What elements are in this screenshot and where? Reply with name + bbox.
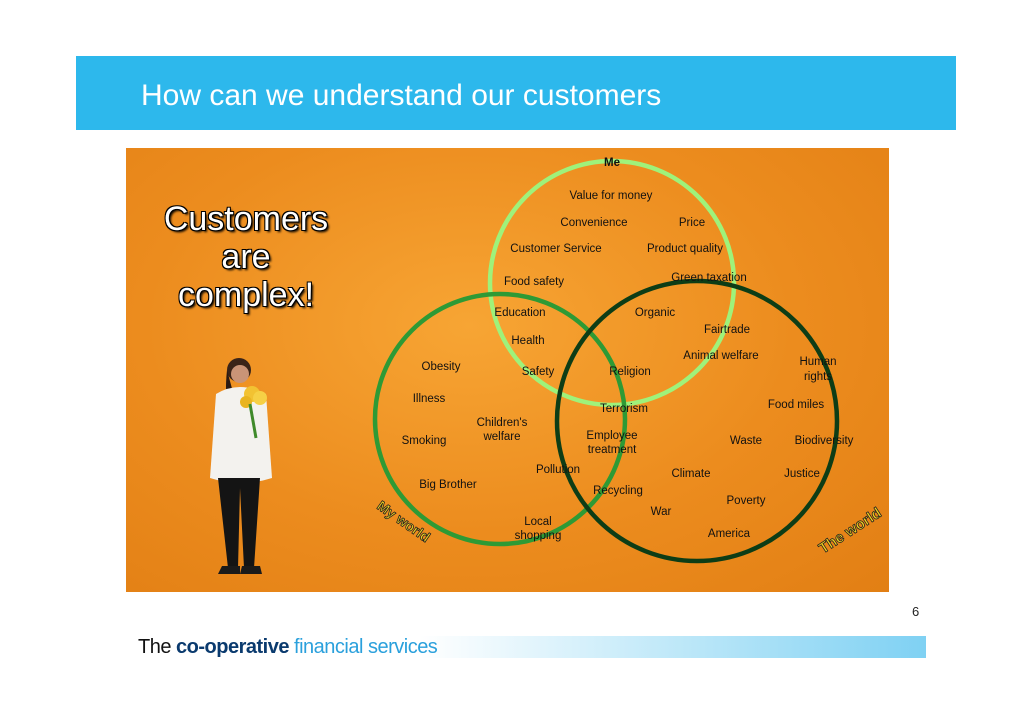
venn-circle-my-world-ring (372, 291, 628, 547)
brand-part-the: The (138, 636, 177, 658)
label-treatment: treatment (588, 444, 637, 456)
headline-line-3: complex! (177, 276, 315, 314)
label-waste: Waste (730, 435, 762, 447)
headline: Customers are complex! (146, 200, 346, 314)
page-number: 6 (912, 604, 920, 619)
label-poverty: Poverty (727, 495, 766, 507)
brand-part-cooperative: co-operative (176, 636, 289, 658)
label-obesity: Obesity (422, 361, 461, 373)
label-terrorism: Terrorism (600, 403, 648, 415)
orange-wall-photo: Customers are complex! Me Value for mone… (126, 148, 889, 592)
label-war: War (651, 506, 672, 518)
label-pollution: Pollution (536, 464, 580, 476)
title-bar: How can we understand our customers (76, 56, 956, 130)
label-the-world: The world (816, 505, 885, 558)
label-big-brother: Big Brother (419, 479, 477, 491)
venn-labels: Me Value for money Convenience Price Cus… (374, 157, 885, 558)
label-price: Price (679, 217, 705, 229)
brand-logo: The co-operative financial services (138, 636, 438, 659)
label-convenience: Convenience (560, 217, 627, 229)
label-shopping: shopping (515, 530, 562, 542)
headline-line-2: are (221, 238, 271, 276)
venn-circle-me (347, 148, 349, 149)
label-climate: Climate (672, 468, 711, 480)
label-local: Local (524, 516, 552, 528)
label-product-quality: Product quality (647, 243, 723, 255)
slide-title: How can we understand our customers (141, 79, 662, 112)
label-human: Human (799, 356, 836, 368)
headline-line-1: Customers (163, 200, 329, 238)
label-smoking: Smoking (402, 435, 447, 447)
venn-circle-me-ring (487, 158, 737, 408)
label-me: Me (604, 157, 620, 169)
label-employee: Employee (586, 430, 637, 442)
woman-figure (210, 358, 272, 574)
label-safety: Safety (522, 366, 555, 378)
label-justice: Justice (784, 468, 820, 480)
label-customer-service: Customer Service (510, 243, 601, 255)
label-value-for-money: Value for money (570, 190, 653, 202)
label-biodiversity: Biodiversity (795, 435, 854, 447)
label-recycling: Recycling (593, 485, 643, 497)
label-illness: Illness (413, 393, 446, 405)
label-health: Health (511, 335, 544, 347)
footer-bar (420, 636, 926, 658)
label-my-world: My world (374, 497, 433, 545)
label-fairtrade: Fairtrade (704, 324, 750, 336)
label-food-miles: Food miles (768, 399, 824, 411)
venn-circle-the-world-ring (554, 278, 840, 564)
label-food-safety: Food safety (504, 276, 564, 288)
brand-part-financial-services: financial services (288, 636, 438, 658)
label-welfare: welfare (482, 431, 520, 443)
label-religion: Religion (609, 366, 651, 378)
label-green-taxation: Green taxation (671, 272, 746, 284)
label-animal-welfare: Animal welfare (683, 350, 758, 362)
label-organic: Organic (635, 307, 676, 319)
label-america: America (708, 528, 751, 540)
label-rights: rights (804, 371, 832, 383)
label-education: Education (494, 307, 545, 319)
venn-diagram: Me Value for money Convenience Price Cus… (210, 148, 885, 574)
label-childrens: Children's (477, 417, 528, 429)
